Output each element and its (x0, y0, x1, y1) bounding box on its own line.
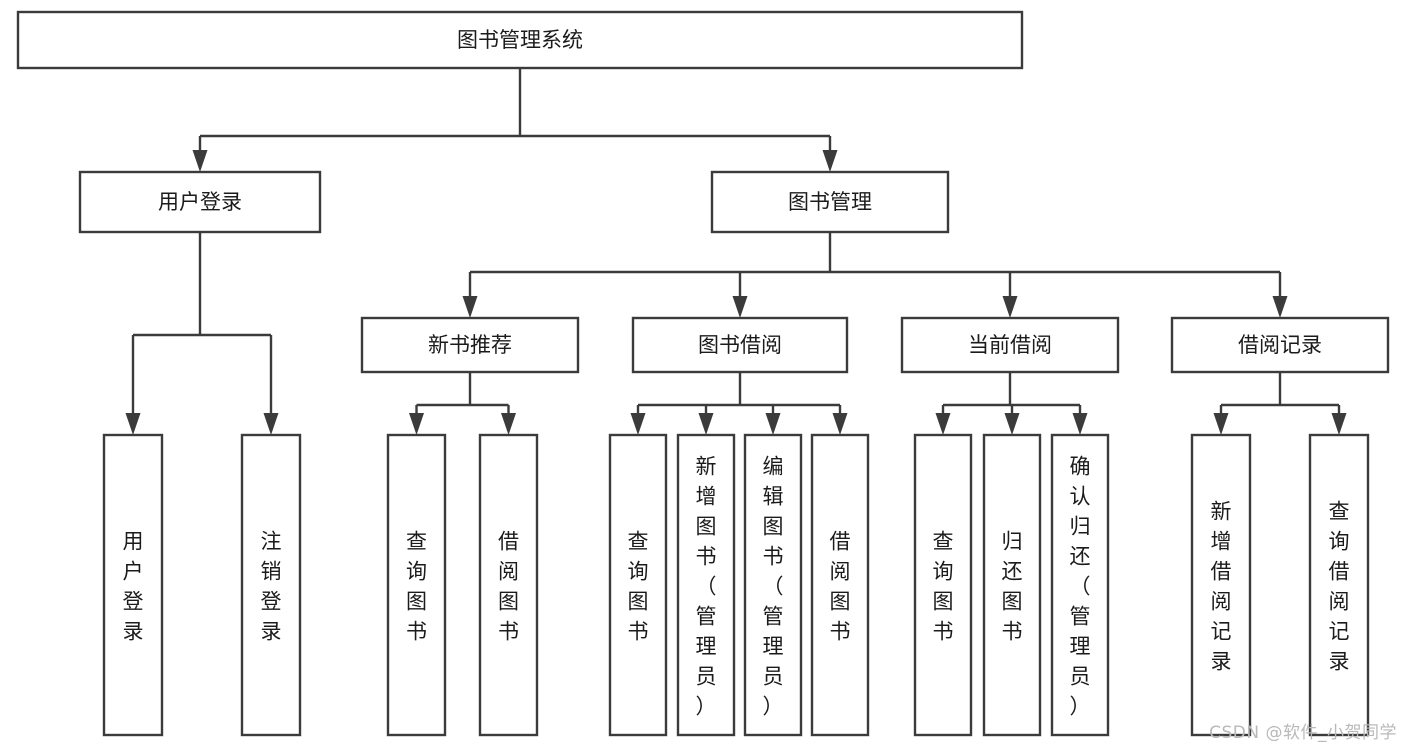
node-label: 借阅图书 (498, 529, 519, 643)
node-root[interactable]: 图书管理系统 (16, 10, 1024, 70)
node-l-confirm-return[interactable]: 确认归还（管理员） (1050, 433, 1110, 737)
node-l-query-book-2[interactable]: 查询图书 (608, 433, 668, 737)
node-label: 查询借阅记录 (1329, 499, 1350, 673)
node-n-borrow[interactable]: 图书借阅 (631, 316, 849, 374)
node-label: 用户登录 (158, 190, 242, 214)
node-label: 新增图书（管理员） (696, 454, 717, 718)
node-label: 新书推荐 (428, 333, 512, 357)
node-label: 借阅图书 (830, 529, 851, 643)
node-label: 查询图书 (628, 529, 649, 643)
node-label: 编辑图书（管理员） (763, 454, 784, 718)
node-n-records[interactable]: 借阅记录 (1170, 316, 1390, 374)
node-label: 查询图书 (406, 529, 427, 643)
connector-new-book-bus (409, 372, 516, 435)
node-l-user-login[interactable]: 用户登录 (102, 433, 164, 737)
node-l-borrow-book-1[interactable]: 借阅图书 (478, 433, 539, 737)
node-n-user-login[interactable]: 用户登录 (78, 170, 322, 234)
node-label: 用户登录 (123, 529, 144, 643)
node-label: 查询图书 (933, 529, 954, 643)
node-l-query-book-1[interactable]: 查询图书 (386, 433, 447, 737)
node-label: 图书管理 (788, 190, 872, 214)
node-label: 归还图书 (1002, 529, 1023, 643)
connector-records-bus (1213, 372, 1347, 435)
node-l-add-record[interactable]: 新增借阅记录 (1190, 433, 1252, 737)
watermark-text: CSDN @软件_小贺同学 (1209, 723, 1397, 743)
node-label: 借阅记录 (1238, 333, 1322, 357)
node-label: 新增借阅记录 (1211, 499, 1232, 673)
connector-current-bus (935, 372, 1088, 435)
connector-root-bus (192, 68, 838, 172)
node-label: 注销登录 (261, 529, 282, 643)
connector-user-login-bus (125, 232, 279, 435)
node-label: 图书管理系统 (457, 28, 583, 52)
node-l-query-book-3[interactable]: 查询图书 (913, 433, 973, 737)
node-l-logout[interactable]: 注销登录 (240, 433, 302, 737)
node-label: 当前借阅 (968, 333, 1052, 357)
node-label: 确认归还（管理员） (1070, 454, 1091, 718)
node-l-edit-book[interactable]: 编辑图书（管理员） (743, 433, 803, 737)
connector-book-mgmt-bus (462, 232, 1288, 318)
node-l-return-book[interactable]: 归还图书 (982, 433, 1042, 737)
connector-borrow-bus (630, 372, 848, 435)
node-l-query-record[interactable]: 查询借阅记录 (1308, 433, 1370, 737)
node-l-borrow-book-2[interactable]: 借阅图书 (810, 433, 870, 737)
node-n-book-mgmt[interactable]: 图书管理 (710, 170, 950, 234)
connector-layer (125, 68, 1347, 435)
node-n-current[interactable]: 当前借阅 (900, 316, 1120, 374)
node-n-new-book[interactable]: 新书推荐 (360, 316, 580, 374)
node-label: 图书借阅 (698, 333, 782, 357)
node-layer: 图书管理系统用户登录图书管理新书推荐图书借阅当前借阅借阅记录用户登录注销登录查询… (16, 10, 1390, 737)
node-l-add-book[interactable]: 新增图书（管理员） (676, 433, 736, 737)
